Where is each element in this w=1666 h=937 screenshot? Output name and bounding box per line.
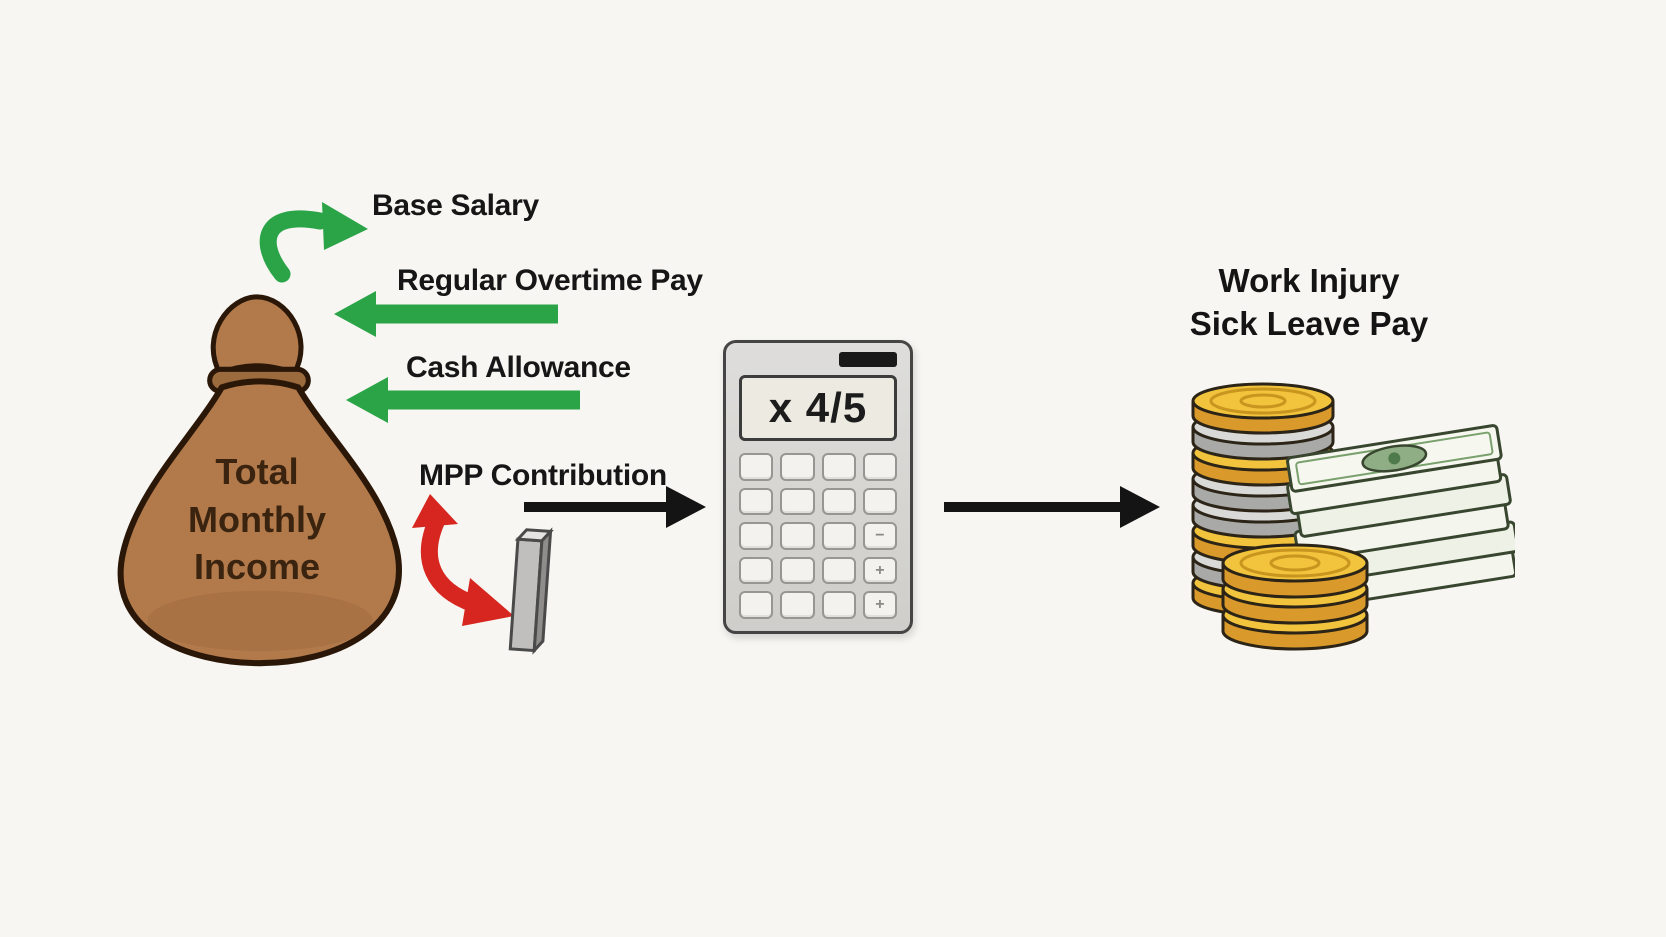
label-base-salary: Base Salary (372, 189, 539, 222)
calculator-key (780, 487, 815, 516)
calculator-key (780, 522, 815, 550)
calculator-key: − (862, 522, 897, 550)
money-bag-label: Total Monthly Income (188, 451, 326, 588)
calculator-key (739, 453, 774, 481)
label-cash-allowance: Cash Allowance (406, 351, 631, 384)
banknote-stack-icon (1286, 424, 1515, 610)
calculator-key (821, 522, 856, 550)
bag-top-icon (210, 294, 304, 376)
result-money-icon (1191, 382, 1515, 651)
calculator-icon: x 4/5 − + + (723, 340, 913, 634)
label-mpp-contribution: MPP Contribution (419, 459, 667, 492)
calculator-key (739, 487, 774, 516)
result-title: Work Injury Sick Leave Pay (1189, 262, 1429, 342)
calculator-key (821, 453, 856, 481)
red-arrow-mpp-icon (412, 494, 514, 626)
calculator-key: + (862, 556, 897, 585)
calculator-solar-panel-icon (839, 352, 897, 367)
flow-arrow-right-icon (944, 486, 1160, 528)
calculator-key (780, 453, 815, 481)
calculator-key (821, 487, 856, 516)
green-arrow-base-salary-icon (259, 202, 368, 283)
label-regular-overtime-pay: Regular Overtime Pay (397, 264, 703, 297)
coin-stack-front-icon (1221, 543, 1369, 651)
calculator-key (739, 522, 774, 550)
calculator-key (862, 487, 897, 516)
calculator-display: x 4/5 (739, 375, 897, 441)
calculator-key (862, 453, 897, 481)
calculator-key (739, 591, 774, 619)
calculator-key (821, 591, 856, 619)
calculator-keypad: − + + (739, 453, 897, 619)
calculator-key (821, 556, 856, 585)
calculator-key (739, 556, 774, 585)
bag-body-icon (117, 378, 402, 667)
money-bag-icon (117, 294, 402, 667)
calculator-key (780, 556, 815, 585)
deduction-bar-icon (508, 527, 554, 655)
calculator-key (780, 591, 815, 619)
calculator-key: + (862, 591, 897, 619)
